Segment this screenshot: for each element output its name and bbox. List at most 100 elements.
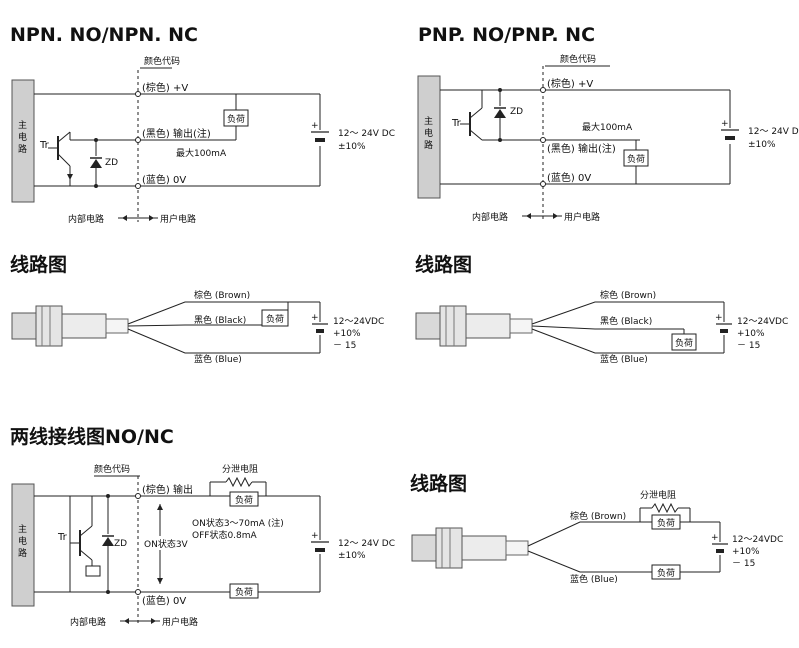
user-label: 用户电路 [564,211,600,223]
main-circuit-block [11,483,35,607]
main-circuit-label: 主电路 [424,115,433,151]
blue-0v-label: (蓝色) 0V [142,173,186,186]
sensor-nut [35,305,63,347]
wiring-right: 负荷 棕色 (Brown) 黑色 (Black) 蓝色 (Blue) + 12～… [415,289,788,365]
tolerance-label: ±10% [338,551,366,561]
load-box [671,333,697,351]
bleed-resistor-label: 分泄电阻 [222,463,258,475]
heading-wiring-right: 线路图 [415,253,472,276]
cable [105,318,129,334]
brown-label: 棕色 (Brown) [194,289,250,301]
brown-v-label: (棕色) +V [142,81,188,94]
supply-label: 12～24VDC [732,535,783,545]
bleed-resistor-label: 分泄电阻 [640,489,676,501]
load-box-bottom [651,564,681,580]
load-label: 负荷 [657,567,675,579]
zd-label: ZD [510,107,523,117]
blue-label: 蓝色 (Blue) [600,353,648,365]
brown-label: 棕色 (Brown) [570,510,626,522]
black-wire [531,325,684,330]
load-label: 负荷 [657,517,675,529]
tr-label: Tr [451,118,462,129]
on-3v-label: ON状态3V [144,538,189,550]
sensor-thread [61,313,107,339]
svg-text:+: + [311,313,319,323]
black-out-label: (黑色) 输出(注) [547,142,616,155]
npn-schematic: 主电路 颜色代码 + 12～ 24V DC ±10% 负荷 Tr [11,55,395,225]
supply-label: 12～24VDC [333,317,384,327]
max-current-label: 最大100mA [582,121,633,133]
color-code-label: 颜色代码 [560,53,596,65]
zener-icon [90,159,102,168]
supply-label: 12～ 24V DC [338,539,395,549]
tolerance-label: ±10% [338,142,366,152]
blue-label: 蓝色 (Blue) [194,353,242,365]
tr-label: Tr [57,532,68,543]
load-label: 负荷 [627,153,645,165]
blue-wire [527,550,720,573]
cable [509,318,533,334]
sensor-thread [465,313,511,339]
wiring-left: 负荷 棕色 (Brown) 黑色 (Black) 蓝色 (Blue) + 12～… [11,289,384,365]
blue-0v-label: (蓝色) 0V [547,171,591,184]
load-label: 负荷 [675,337,693,349]
svg-text:+: + [311,531,319,541]
load-box [651,514,681,530]
plus10-label: +10% [737,329,765,339]
main-circuit-block [417,75,441,199]
load-label: 负荷 [266,313,284,325]
svg-text:+: + [711,533,719,543]
on-state-label: ON状态3～70mA (注) [192,517,284,529]
main-circuit-label: 主电路 [18,523,27,559]
off-state-label: OFF状态0.8mA [192,529,258,541]
tolerance-label: ±10% [748,140,776,150]
supply-label: 12～24VDC [737,317,788,327]
brown-v-label: (棕色) +V [547,77,593,90]
cable [505,540,529,556]
internal-label: 内部电路 [472,211,508,223]
load-box-bottom [229,583,259,599]
battery-plate [315,138,325,142]
black-label: 黑色 (Black) [194,314,246,326]
main-circuit-block [11,79,35,203]
brown-out-label: (棕色) 输出 [142,483,193,496]
zener-icon [102,537,114,546]
heading-wiring-bottom: 线路图 [410,472,467,495]
brown-wire [527,521,720,547]
two-wire-schematic: 主电路 颜色代码 + 12～ 24V DC ±10% 分泄电阻 负荷 负荷 [11,463,395,628]
blue-wire [531,328,724,354]
load-label: 负荷 [227,113,245,125]
black-wire [127,324,262,327]
bleed-resistor-icon [651,502,679,514]
heading-two-wire: 两线接线图NO/NC [10,425,174,448]
color-code-label: 颜色代码 [144,55,180,67]
wiring-bottom: 分泄电阻 负荷 负荷 棕色 (Brown) 蓝色 (Blue) + 12～24V… [411,489,783,585]
tr-label: Tr [39,140,50,151]
minus15-label: － 15 [732,559,755,569]
plus10-label: +10% [732,547,760,557]
bleed-resistor-icon [225,476,253,488]
max-current-label: 最大100mA [176,147,227,159]
internal-label: 内部电路 [68,213,104,225]
minus15-label: － 15 [737,341,760,351]
internal-label: 内部电路 [70,616,106,628]
brown-wire [531,301,724,325]
sensor-nut [435,527,463,569]
black-label: 黑色 (Black) [600,315,652,327]
blue-wire [127,328,320,354]
heading-wiring-left: 线路图 [10,253,67,276]
supply-label: 12～ 24V DC [338,129,395,139]
blue-0v-label: (蓝色) 0V [142,594,186,607]
load-label: 负荷 [235,494,253,506]
user-label: 用户电路 [162,616,198,628]
brown-wire [127,301,320,325]
zener-icon [494,109,506,118]
load-box [229,491,259,507]
blue-label: 蓝色 (Blue) [570,573,618,585]
user-label: 用户电路 [160,213,196,225]
minus15-label: － 15 [333,341,356,351]
zd-label: ZD [105,158,118,168]
sensor-nut [439,305,467,347]
plus10-label: +10% [333,329,361,339]
